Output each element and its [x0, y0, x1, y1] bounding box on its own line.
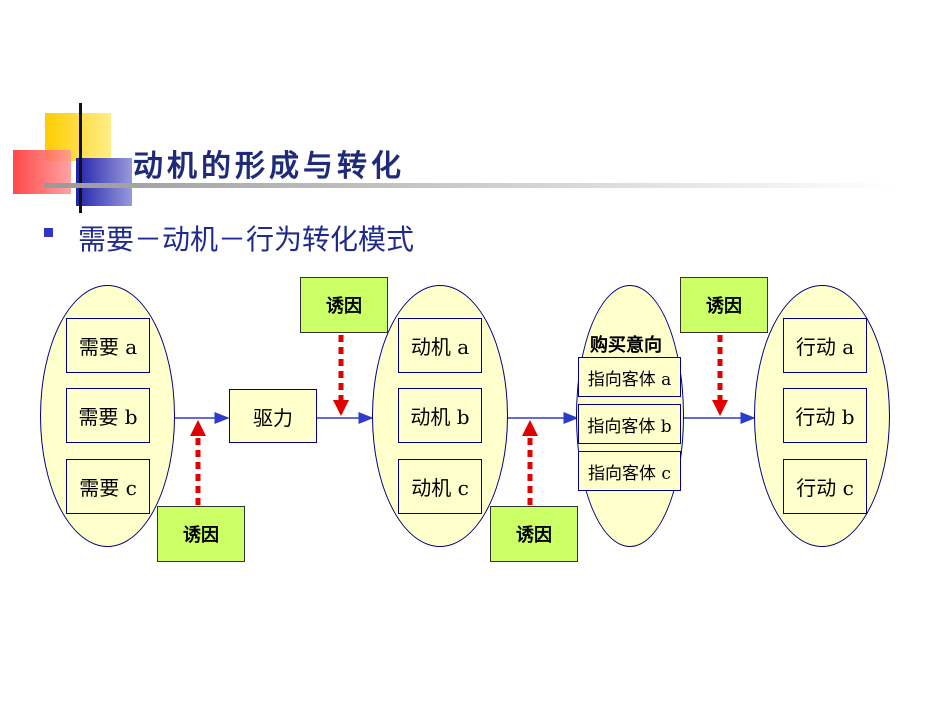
- drive-box: 驱力: [229, 389, 317, 443]
- bullet-square-icon: [44, 228, 53, 237]
- motive-c-box: 动机 c: [398, 459, 482, 514]
- action-b-box: 行动 b: [783, 388, 867, 443]
- inducement-box-4: 诱因: [680, 277, 768, 333]
- action-a-box: 行动 a: [783, 318, 867, 373]
- horizontal-rule: [44, 183, 894, 188]
- page-title: 动机的形成与转化: [133, 149, 405, 184]
- need-c-box: 需要 c: [66, 459, 150, 514]
- purchase-intent-title: 购买意向: [590, 335, 662, 356]
- motive-a-box: 动机 a: [398, 318, 482, 373]
- purchase-target-a-box: 指向客体 a: [578, 357, 681, 397]
- inducement-box-2: 诱因: [300, 277, 388, 333]
- inducement-box-3: 诱因: [490, 506, 578, 562]
- blue-square: [76, 158, 132, 206]
- inducement-arrowhead-3: [522, 420, 538, 436]
- need-a-box: 需要 a: [66, 318, 150, 373]
- need-b-box: 需要 b: [66, 388, 150, 443]
- motive-b-box: 动机 b: [398, 388, 482, 443]
- inducement-box-1: 诱因: [157, 506, 245, 562]
- vertical-rule: [79, 103, 82, 213]
- purchase-target-c-box: 指向客体 c: [578, 451, 681, 491]
- inducement-arrowhead-2: [333, 400, 349, 416]
- action-c-box: 行动 c: [783, 459, 867, 514]
- inducement-arrowhead-4: [712, 400, 728, 416]
- purchase-target-b-box: 指向客体 b: [578, 404, 681, 444]
- inducement-arrowhead-1: [190, 420, 206, 436]
- bullet-text: 需要－动机－行为转化模式: [78, 223, 415, 256]
